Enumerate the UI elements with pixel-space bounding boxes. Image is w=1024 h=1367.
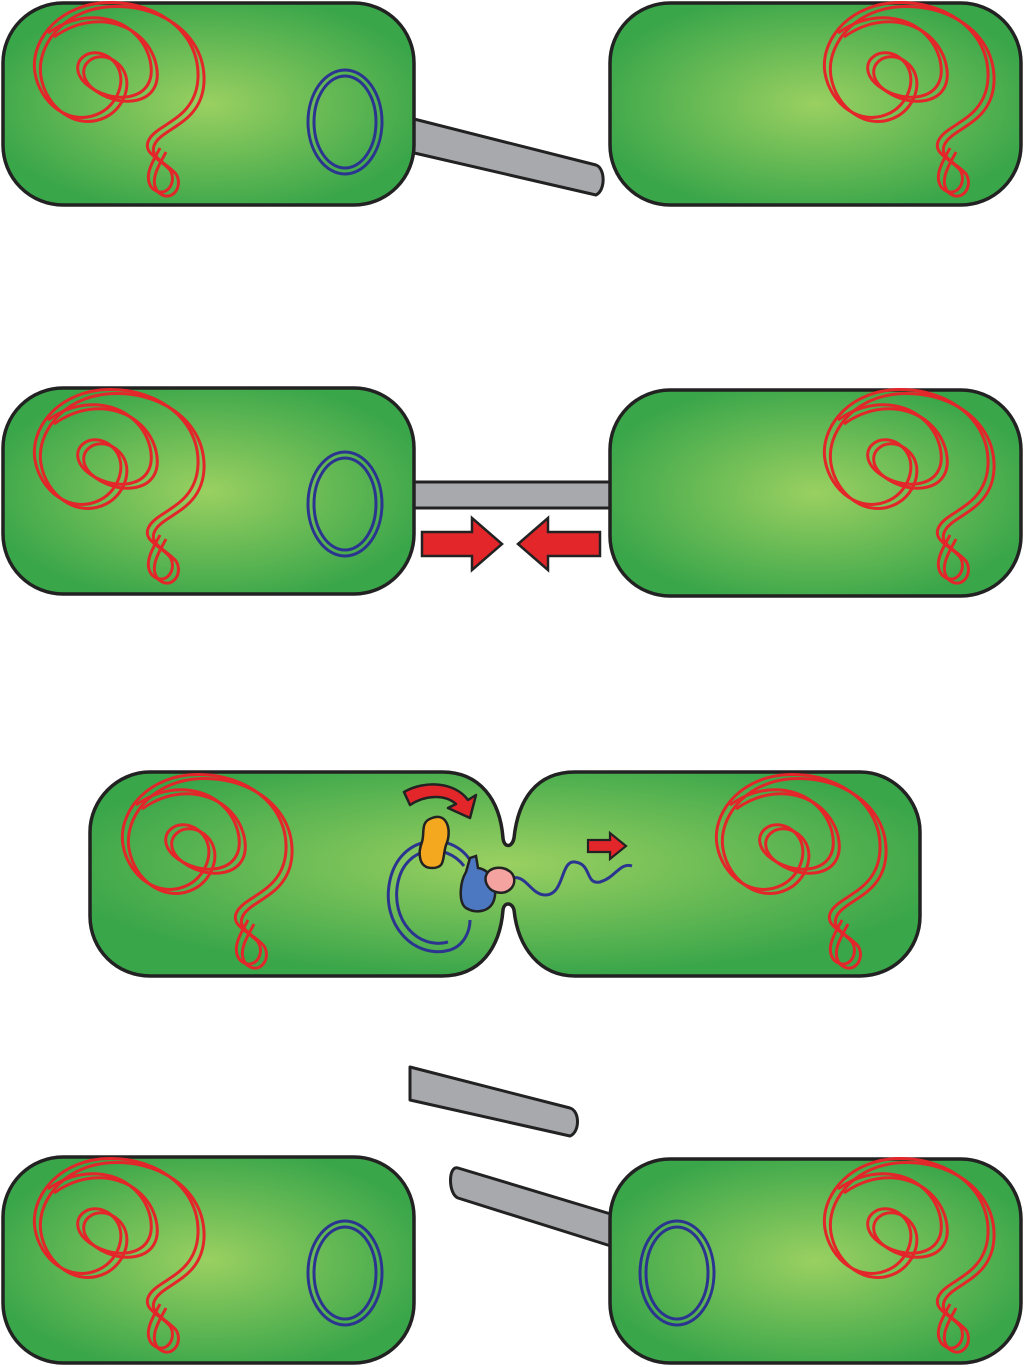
step-4	[1, 1065, 1023, 1365]
pilus-donor-step4	[408, 1065, 579, 1138]
arrow-right-icon	[586, 830, 628, 862]
plasmid-icon	[306, 68, 384, 176]
pilus-step1	[408, 116, 605, 197]
donor-cell-step4	[1, 1155, 416, 1365]
recipient-cell-step2	[608, 387, 1023, 598]
pilus-recipient-step4	[449, 1166, 616, 1249]
step-2	[1, 386, 1023, 598]
step-3	[88, 770, 922, 978]
plasmid-icon	[306, 450, 384, 558]
plasmid-icon	[638, 1219, 716, 1327]
relaxase-enzyme-icon	[418, 815, 450, 870]
recipient-cell-step4	[608, 1156, 1023, 1365]
rotation-arrow-icon	[402, 783, 478, 820]
arrow-right-icon	[420, 515, 504, 573]
recipient-cell-step1	[608, 0, 1023, 207]
transferred-dna-strand	[507, 860, 633, 897]
donor-cell-step1	[1, 0, 416, 207]
pilus-step2	[410, 480, 614, 510]
plasmid-icon	[306, 1219, 384, 1327]
arrow-left-icon	[516, 515, 602, 573]
step-1	[1, 0, 1023, 207]
donor-cell-step2	[1, 386, 416, 596]
helicase-enzyme-icon	[484, 866, 516, 894]
